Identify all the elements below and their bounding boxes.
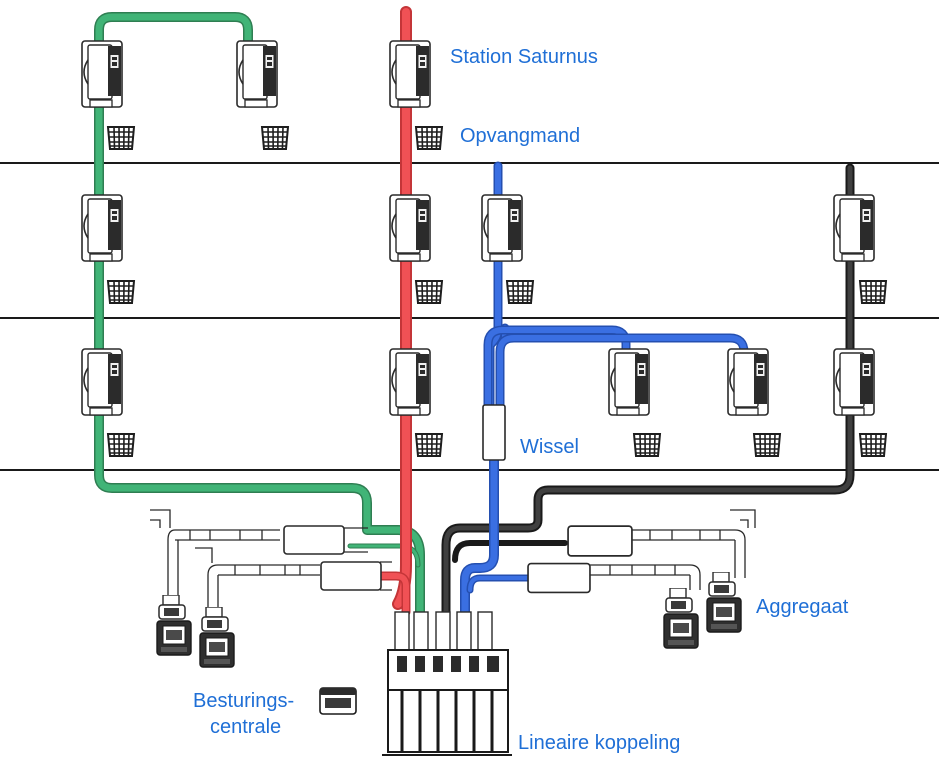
basket bbox=[107, 126, 135, 150]
station bbox=[389, 348, 431, 416]
blower-unit-left-2 bbox=[199, 607, 235, 668]
switch-label: Wissel bbox=[520, 436, 579, 458]
station bbox=[81, 40, 123, 108]
station bbox=[481, 194, 523, 262]
station-label: Station Saturnus bbox=[450, 46, 598, 68]
floor-lines bbox=[0, 162, 939, 471]
basket bbox=[107, 280, 135, 304]
stations bbox=[81, 40, 875, 416]
switch-box bbox=[482, 404, 506, 461]
basket bbox=[859, 280, 887, 304]
tube-line-black bbox=[441, 163, 855, 617]
basket bbox=[415, 126, 443, 150]
control-unit-icon bbox=[319, 687, 357, 715]
blower-unit-right-1 bbox=[663, 588, 699, 649]
blower-piping-right bbox=[590, 509, 756, 590]
diverter-box-right-upper bbox=[567, 525, 633, 557]
basket bbox=[107, 433, 135, 457]
diverter-box-left-upper bbox=[283, 525, 345, 555]
station bbox=[727, 348, 769, 416]
unit-label: Aggregaat bbox=[756, 596, 849, 618]
station bbox=[389, 40, 431, 108]
station bbox=[81, 194, 123, 262]
basket bbox=[859, 433, 887, 457]
basket bbox=[415, 280, 443, 304]
control-unit-label-line2: centrale bbox=[210, 716, 282, 738]
diverter-box-right-lower bbox=[527, 562, 591, 594]
station bbox=[833, 348, 875, 416]
basket bbox=[506, 280, 534, 304]
station bbox=[833, 194, 875, 262]
basket bbox=[633, 433, 661, 457]
blower-piping-left bbox=[150, 509, 392, 612]
blower-unit-left-1 bbox=[156, 595, 192, 656]
control-unit-label-line1: Besturings- bbox=[193, 690, 295, 712]
station bbox=[236, 40, 278, 108]
basket-label: Opvangmand bbox=[460, 125, 581, 147]
basket bbox=[753, 433, 781, 457]
station bbox=[389, 194, 431, 262]
coupling-label: Lineaire koppeling bbox=[518, 732, 681, 754]
tube-line-blue bbox=[460, 161, 749, 619]
basket bbox=[415, 433, 443, 457]
diverter-box-left-lower bbox=[320, 561, 382, 591]
station bbox=[608, 348, 650, 416]
linear-coupling bbox=[382, 611, 512, 756]
blower-unit-right-2 bbox=[706, 572, 742, 633]
station bbox=[81, 348, 123, 416]
basket bbox=[261, 126, 289, 150]
tube-line-red bbox=[375, 6, 412, 617]
